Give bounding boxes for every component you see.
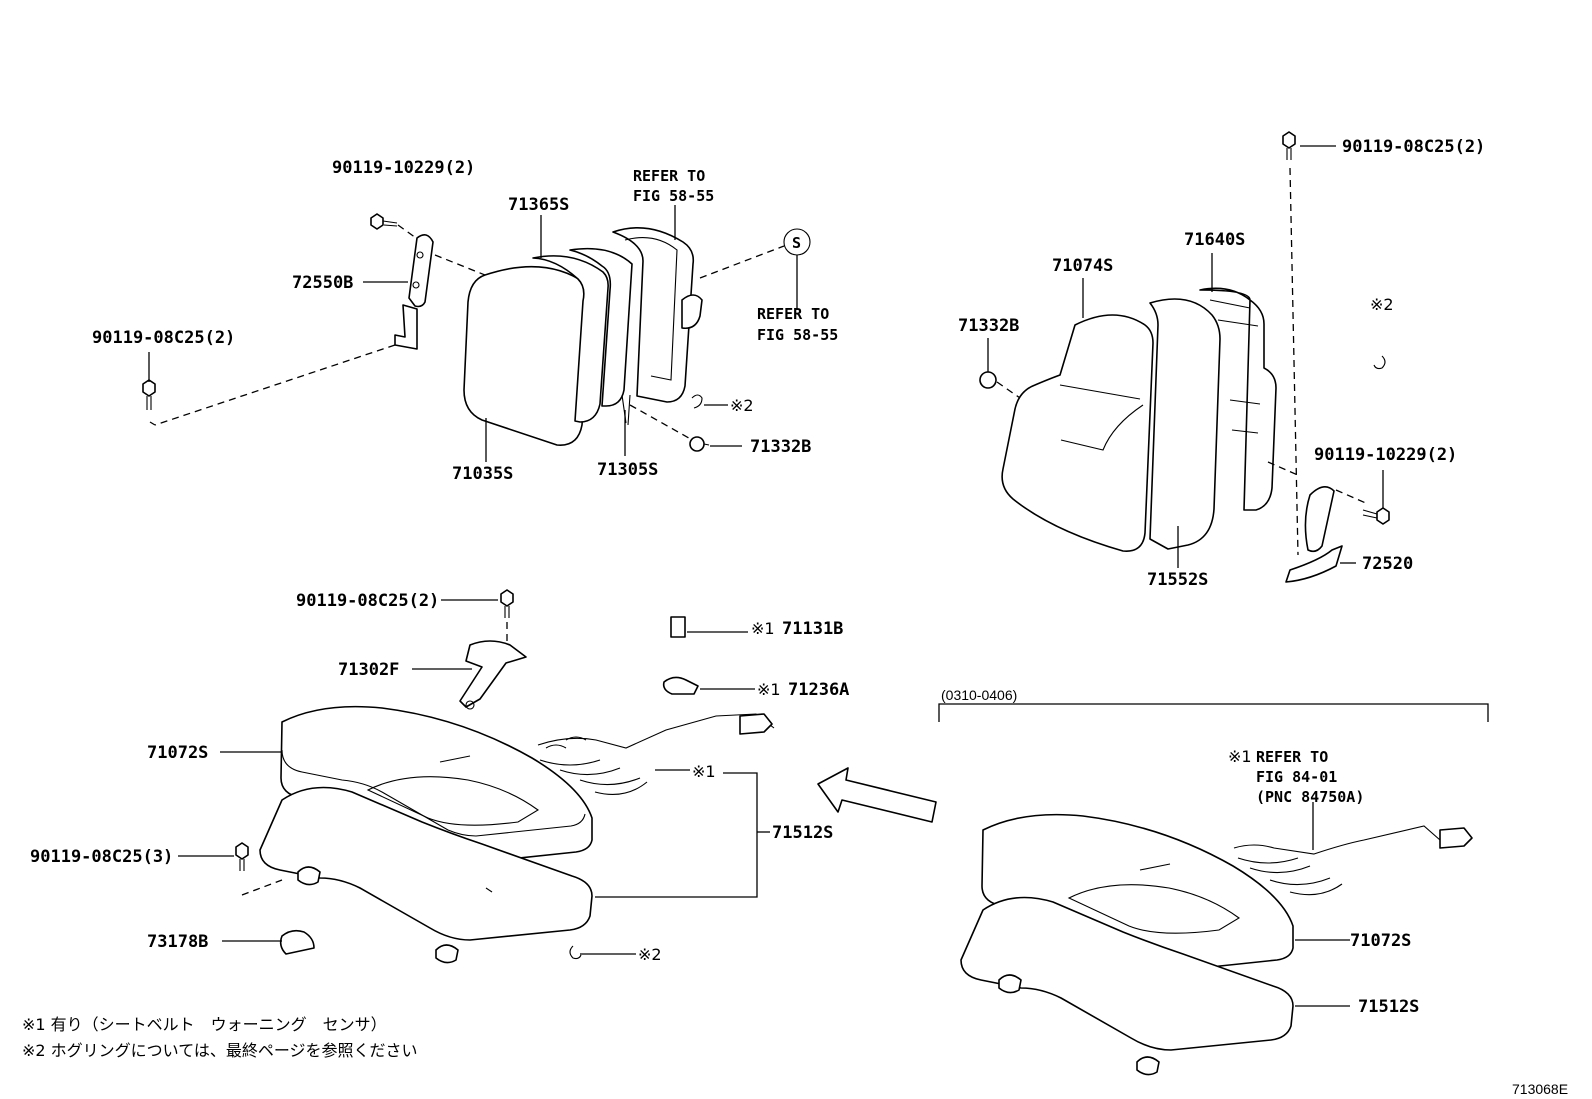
label-71035S: 71035S (452, 464, 513, 484)
footnote-1: ※1 有り（シートベルト ウォーニング センサ） (22, 1015, 387, 1034)
seat-frame-icon (612, 226, 695, 403)
right-seatback-group: 90119-08C25(2) 71640S 71074S 71332B ※2 9… (958, 131, 1485, 590)
label-90119-08C25-3: 90119-08C25(3) (30, 847, 173, 867)
label-71640S: 71640S (1184, 230, 1245, 250)
figure-id: 713068E (1512, 1081, 1568, 1097)
label-71332B-right: 71332B (958, 316, 1019, 336)
label-note2-mid: ※2 (730, 396, 754, 415)
clip-icon (689, 436, 710, 452)
seat-cushion-group: 90119-08C25(2) ※1 71131B 71302F ※1 71236… (30, 589, 849, 964)
label-fig-58-55-a: FIG 58-55 (633, 187, 714, 205)
label-inset-fig: FIG 84-01 (1256, 768, 1337, 786)
clip-icon (979, 371, 997, 389)
bolt-icon (235, 842, 249, 871)
label-date-range: (0310-0406) (941, 687, 1017, 703)
label-90119-10229-right: 90119-10229(2) (1314, 445, 1457, 465)
bolt-icon (1362, 507, 1390, 525)
cap-icon (279, 929, 315, 955)
left-seatback-group: 90119-10229(2) 71365S REFER TO FIG 58-55… (92, 158, 838, 484)
label-note1-71131B: ※1 (751, 619, 775, 638)
label-note1-inset: ※1 (1228, 747, 1252, 766)
label-note1-harness: ※1 (692, 762, 716, 781)
label-inset-refer-to: REFER TO (1256, 748, 1328, 766)
cushion-bracket-icon (459, 640, 527, 710)
hinge-bracket-icon (1285, 486, 1343, 583)
seat-frame-icon (1199, 287, 1277, 511)
label-72550B: 72550B (292, 273, 353, 293)
label-fig-58-55-b: FIG 58-55 (757, 326, 838, 344)
bolt-icon (500, 589, 514, 618)
label-90119-08C25-right: 90119-08C25(2) (1342, 137, 1485, 157)
label-71512S: 71512S (772, 823, 833, 843)
label-s-symbol: S (792, 234, 801, 252)
label-90119-08C25-cushion: 90119-08C25(2) (296, 591, 439, 611)
label-inset-71512S: 71512S (1358, 997, 1419, 1017)
seatback-pad-icon (1001, 314, 1154, 552)
seat-sensor-harness-icon (537, 713, 775, 795)
label-note2-bottom: ※2 (638, 945, 662, 964)
label-90119-10229-top: 90119-10229(2) (332, 158, 475, 178)
label-refer-to-a: REFER TO (633, 167, 705, 185)
sensor-connector-icon (662, 676, 699, 695)
label-71302F: 71302F (338, 660, 399, 680)
seatback-cover-icon (463, 265, 592, 446)
label-inset-71072S: 71072S (1350, 931, 1411, 951)
label-90119-08C25-left: 90119-08C25(2) (92, 328, 235, 348)
bolt-icon (1282, 131, 1296, 160)
label-71072S: 71072S (147, 743, 208, 763)
label-refer-to-b: REFER TO (757, 305, 829, 323)
label-note1-71236A: ※1 (757, 680, 781, 699)
bolt-icon (370, 213, 398, 230)
label-72520: 72520 (1362, 554, 1413, 574)
hinge-bracket-icon (394, 234, 434, 350)
sensor-connector-icon (670, 616, 686, 638)
label-71131B: 71131B (782, 619, 843, 639)
footnote-2: ※2 ホグリングについては、最終ページを参照ください (22, 1041, 418, 1060)
bolt-icon (142, 379, 156, 410)
label-71074S: 71074S (1052, 256, 1113, 276)
label-73178B: 73178B (147, 932, 208, 952)
label-71552S: 71552S (1147, 570, 1208, 590)
inset-cushion-group: (0310-0406) ※1 REFER TO FIG 84-01 (PNC 8… (938, 687, 1489, 1076)
label-note2-right: ※2 (1370, 295, 1394, 314)
seat-sensor-harness-icon (1233, 825, 1473, 896)
label-71332B-mid: 71332B (750, 437, 811, 457)
label-inset-pnc: (PNC 84750A) (1256, 788, 1364, 806)
label-71305S: 71305S (597, 460, 658, 480)
label-71236A: 71236A (788, 680, 849, 700)
direction-arrow-icon (817, 767, 937, 823)
label-71365S: 71365S (508, 195, 569, 215)
